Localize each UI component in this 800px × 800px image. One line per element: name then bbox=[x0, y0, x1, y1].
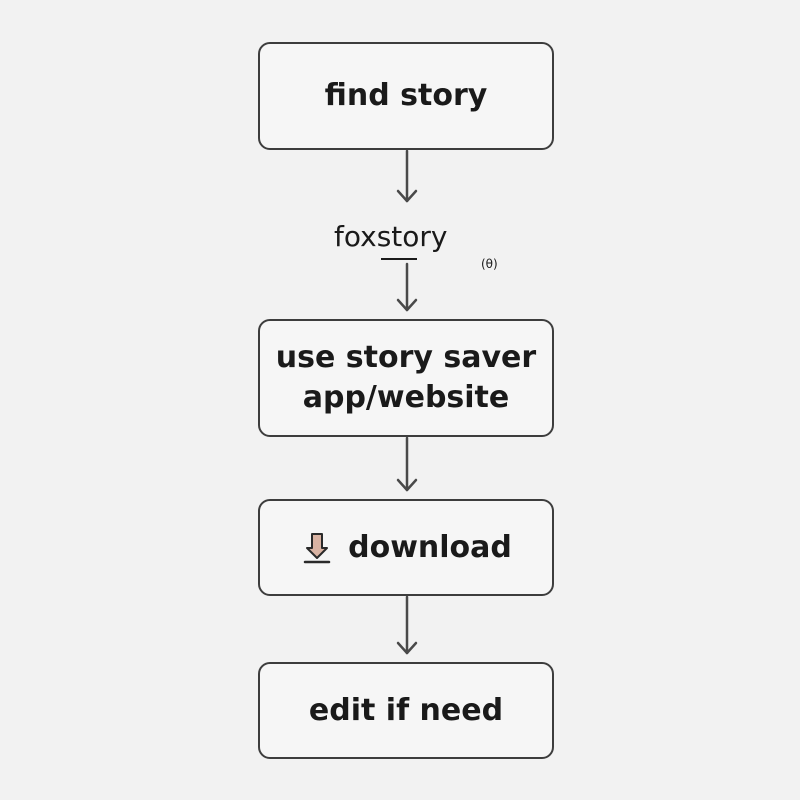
underline-mark bbox=[380, 258, 417, 260]
arrow-saver-to-download bbox=[396, 436, 418, 492]
arrow-label-to-saver bbox=[396, 262, 418, 312]
step-edit: edit if need bbox=[258, 662, 554, 759]
step-story-saver-text: use story saver app/website bbox=[276, 338, 536, 418]
arrow-download-to-edit bbox=[396, 595, 418, 655]
step-find-story-label: find story bbox=[324, 78, 488, 113]
step-story-saver: use story saver app/website bbox=[258, 319, 554, 437]
step-find-story: find story bbox=[258, 42, 554, 150]
step-edit-label: edit if need bbox=[308, 692, 504, 728]
intermediate-prefix: fox bbox=[334, 220, 377, 253]
step-download-label: download bbox=[348, 529, 512, 565]
step-story-saver-line1: use story saver bbox=[275, 340, 537, 375]
intermediate-word: story bbox=[376, 220, 448, 253]
download-icon bbox=[300, 531, 334, 565]
step-download: download bbox=[258, 499, 554, 596]
intermediate-note: (θ) bbox=[481, 257, 498, 271]
intermediate-word-wrap: story bbox=[376, 220, 448, 260]
intermediate-label: foxstory bbox=[334, 220, 448, 260]
step-download-inner: download bbox=[300, 528, 512, 568]
arrow-find-to-label bbox=[396, 149, 418, 203]
step-story-saver-line2: app/website bbox=[302, 380, 510, 415]
